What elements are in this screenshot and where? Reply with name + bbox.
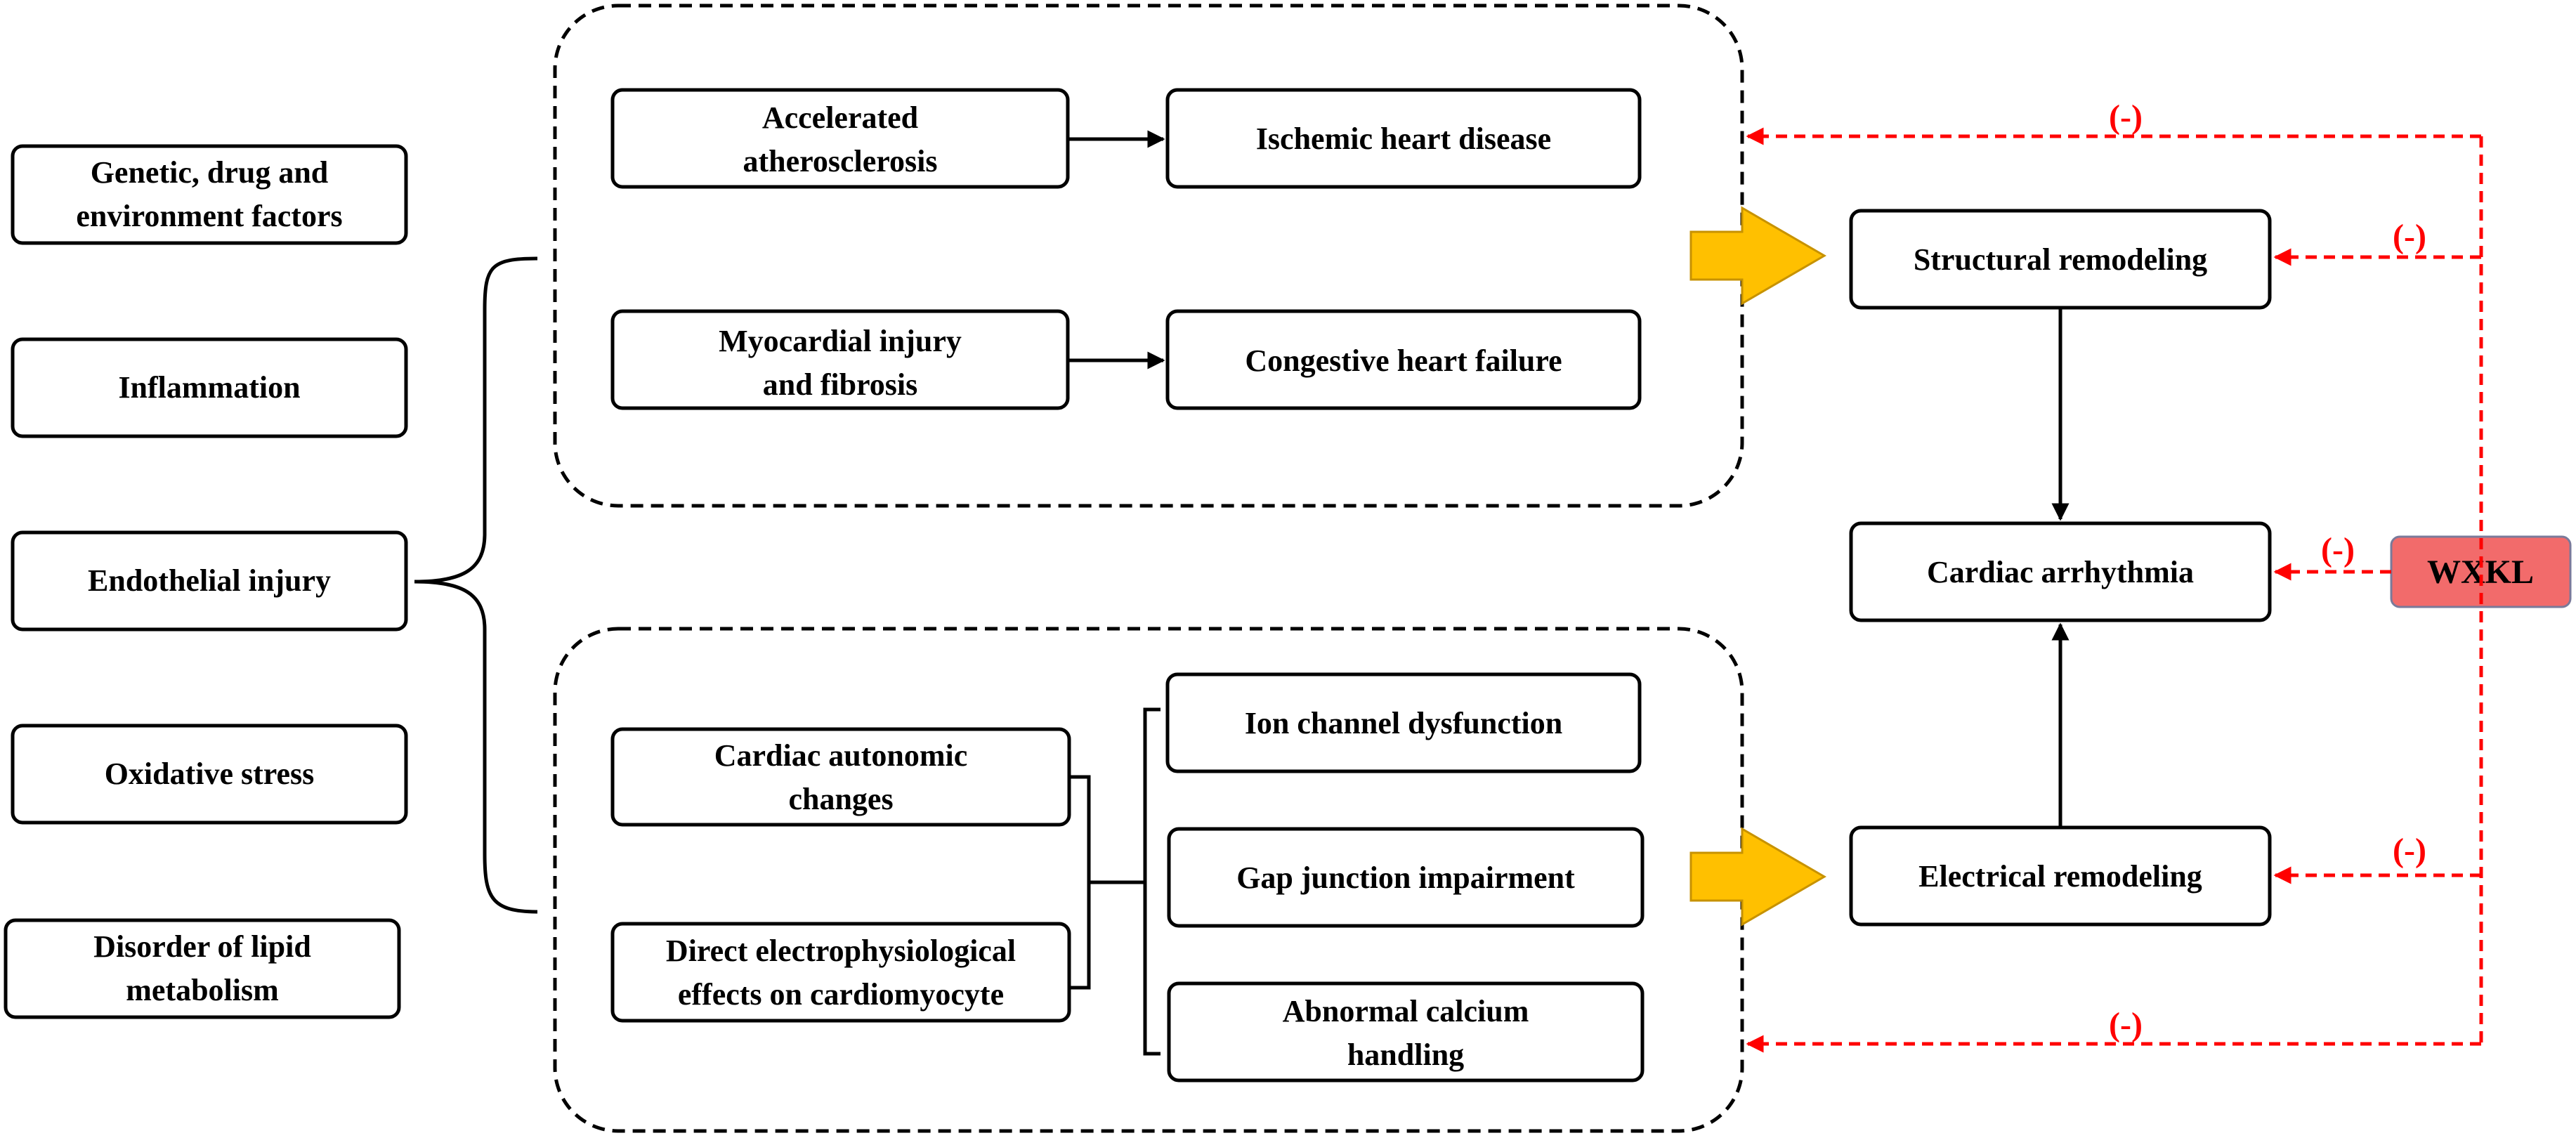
factor-genetic-line2: environment factors <box>76 199 342 233</box>
myocardial-line2: and fibrosis <box>763 367 918 402</box>
inhibition-label-arrhythmia: (-) <box>2321 531 2355 568</box>
myocardial-line1: Myocardial injury <box>719 324 962 358</box>
svg-text:and fibrosis: and fibrosis <box>763 367 918 402</box>
risk-factor-oxidative-stress: Oxidative stress <box>11 724 408 825</box>
svg-text:Oxidative stress: Oxidative stress <box>105 757 315 791</box>
electrical-remodeling-box: Electrical remodeling <box>1849 825 2272 927</box>
direct-line1: Direct electrophysiological <box>666 934 1016 968</box>
accelerated-line2: atherosclerosis <box>743 144 938 178</box>
cardiac-autonomic-changes-box: Cardiac autonomic changes <box>610 727 1071 827</box>
mechanisms-bracket <box>1143 707 1160 1056</box>
big-arrow-to-structural <box>1689 206 1826 306</box>
svg-text:Congestive heart failure: Congestive heart failure <box>1245 344 1562 378</box>
abnormal-calcium-handling-box: Abnormal calcium handling <box>1167 981 1645 1083</box>
factor-oxidative-label: Oxidative stress <box>105 757 315 791</box>
inhibition-label-bottom: (-) <box>2109 1006 2143 1043</box>
congestive-heart-failure-box: Congestive heart failure <box>1165 309 1642 410</box>
gap-junction-impairment-box: Gap junction impairment <box>1167 827 1645 928</box>
svg-text:Ion channel dysfunction: Ion channel dysfunction <box>1245 706 1562 740</box>
ion-channel-dysfunction-box: Ion channel dysfunction <box>1165 672 1642 773</box>
risk-factor-endothelial-injury: Endothelial injury <box>11 530 408 632</box>
svg-text:Disorder of lipid: Disorder of lipid <box>93 929 311 964</box>
svg-text:Genetic, drug and: Genetic, drug and <box>91 155 329 190</box>
svg-text:environment factors: environment factors <box>76 199 342 233</box>
svg-text:Structural remodeling: Structural remodeling <box>1914 242 2207 277</box>
svg-text:Direct electrophysiological: Direct electrophysiological <box>666 934 1016 968</box>
accelerated-atherosclerosis-box: Accelerated atherosclerosis <box>610 88 1070 189</box>
factor-endothelial-label: Endothelial injury <box>88 563 331 598</box>
svg-text:Accelerated: Accelerated <box>762 100 918 135</box>
arrhythmia-label: Cardiac arrhythmia <box>1927 555 2194 589</box>
factor-genetic-line1: Genetic, drug and <box>91 155 329 190</box>
gap-label: Gap junction impairment <box>1236 861 1575 895</box>
svg-text:Ischemic heart disease: Ischemic heart disease <box>1256 122 1551 156</box>
accelerated-line1: Accelerated <box>762 100 918 135</box>
factors-curly-brace <box>414 256 538 914</box>
autonomic-line1: Cardiac autonomic <box>714 738 968 773</box>
ion-label: Ion channel dysfunction <box>1245 706 1562 740</box>
svg-text:Electrical remodeling: Electrical remodeling <box>1918 859 2202 894</box>
inhibition-label-top: (-) <box>2109 98 2143 136</box>
risk-factor-inflammation: Inflammation <box>11 337 408 438</box>
calcium-line1: Abnormal calcium <box>1283 994 1529 1028</box>
electrical-label: Electrical remodeling <box>1918 859 2202 894</box>
factor-inflammation-label: Inflammation <box>118 370 300 405</box>
svg-text:metabolism: metabolism <box>126 973 279 1007</box>
structural-pathways-group <box>553 4 1744 508</box>
svg-text:Cardiac autonomic: Cardiac autonomic <box>714 738 968 773</box>
svg-text:handling: handling <box>1347 1038 1464 1072</box>
svg-text:Endothelial injury: Endothelial injury <box>88 563 331 598</box>
svg-text:Myocardial injury: Myocardial injury <box>719 324 962 358</box>
ischemic-heart-disease-box: Ischemic heart disease <box>1165 88 1642 189</box>
inhibition-label-structural: (-) <box>2393 218 2426 255</box>
svg-text:Gap junction impairment: Gap junction impairment <box>1236 861 1575 895</box>
direct-line2: effects on cardiomyocyte <box>678 977 1004 1012</box>
congestive-label: Congestive heart failure <box>1245 344 1562 378</box>
risk-factor-lipid-metabolism: Disorder of lipid metabolism <box>4 918 401 1019</box>
ischemic-label: Ischemic heart disease <box>1256 122 1551 156</box>
cardiac-arrhythmia-box: Cardiac arrhythmia <box>1849 521 2272 622</box>
factor-lipid-line1: Disorder of lipid <box>93 929 311 964</box>
factor-lipid-line2: metabolism <box>126 973 279 1007</box>
autonomic-direct-bracket <box>1071 775 1146 990</box>
calcium-line2: handling <box>1347 1038 1464 1072</box>
svg-text:Inflammation: Inflammation <box>118 370 300 405</box>
svg-text:Cardiac arrhythmia: Cardiac arrhythmia <box>1927 555 2194 589</box>
direct-electrophysiological-effects-box: Direct electrophysiological effects on c… <box>610 922 1071 1023</box>
svg-text:changes: changes <box>788 782 893 816</box>
structural-remodeling-box: Structural remodeling <box>1849 209 2272 310</box>
svg-text:effects on cardiomyocyte: effects on cardiomyocyte <box>678 977 1004 1012</box>
inhibition-label-electrical: (-) <box>2393 832 2426 869</box>
svg-text:atherosclerosis: atherosclerosis <box>743 144 938 178</box>
big-arrow-to-electrical <box>1689 827 1826 927</box>
risk-factor-genetic-drug-environment: Genetic, drug and environment factors <box>11 144 408 245</box>
structural-label: Structural remodeling <box>1914 242 2207 277</box>
autonomic-line2: changes <box>788 782 893 816</box>
svg-text:Abnormal calcium: Abnormal calcium <box>1283 994 1529 1028</box>
myocardial-injury-fibrosis-box: Myocardial injury and fibrosis <box>610 309 1070 410</box>
